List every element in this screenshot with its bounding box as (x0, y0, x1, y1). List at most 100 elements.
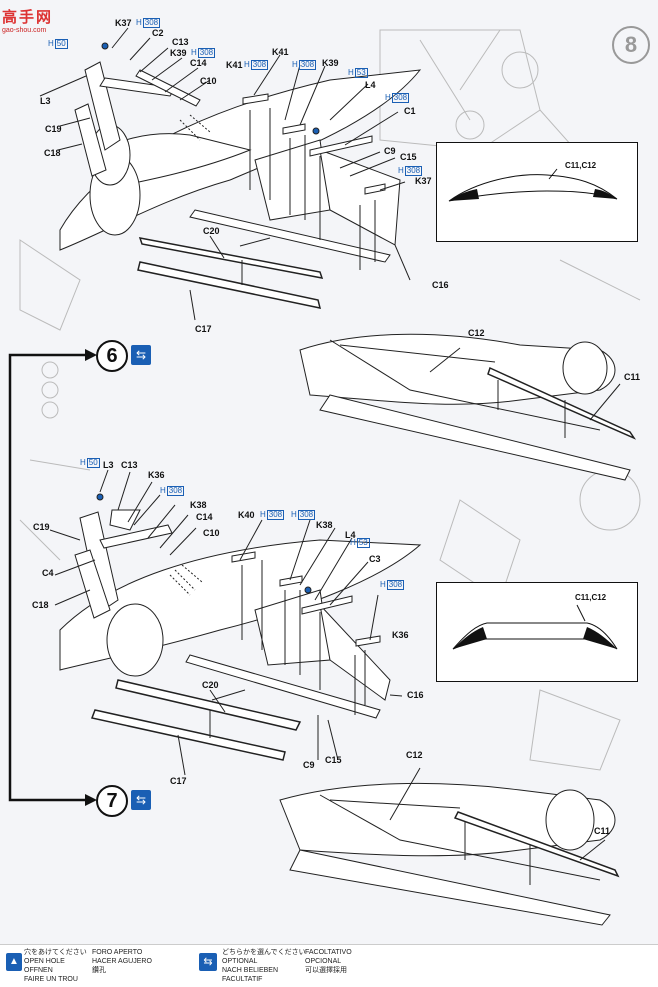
step-7-marker: 7 (96, 785, 128, 817)
watermark-cn: 高手网 (2, 9, 54, 26)
watermark-url: gao-shou.com (2, 27, 47, 34)
watermark-logo: 高手网 gao-shou.com (2, 6, 74, 36)
legend-text: 鑽孔 (92, 967, 106, 974)
hole-size-value: 308 (298, 60, 317, 70)
part-label: C1 (404, 106, 416, 116)
bottom-inset-wing-profile (452, 604, 618, 650)
part-label: K37 (115, 18, 132, 28)
part-label: L4 (345, 530, 356, 540)
part-label: C12 (406, 750, 423, 760)
hole-size-letter: H (80, 458, 86, 467)
part-label: C16 (407, 690, 424, 700)
hole-size-value: 308 (386, 580, 405, 590)
part-label: K36 (148, 470, 165, 480)
hole-size-value: 308 (297, 510, 316, 520)
step-6-optional-icon: ⇆ (131, 345, 151, 365)
top-inset-label: C11,C12 (565, 161, 597, 170)
hole-size-value: 50 (86, 458, 100, 468)
top-inset-wing-profile (448, 168, 618, 202)
assembly-drawing (8, 27, 641, 926)
legend-text: FACOLTATIVO (305, 949, 352, 956)
hole-size-value: 308 (266, 510, 285, 520)
part-label: K40 (238, 510, 255, 520)
part-label: C20 (202, 680, 219, 690)
legend-optional: どちらかを選んでください OPTIONAL NACH BELIEBEN FACU… (222, 948, 306, 984)
hole-size-value: 50 (54, 39, 68, 49)
legend-text: FAIRE UN TROU (24, 976, 78, 983)
part-label: C17 (195, 324, 212, 334)
part-label: K38 (316, 520, 333, 530)
legend-open-hole: 穴をあけてください OPEN HOLE OFFNEN FAIRE UN TROU (24, 948, 87, 984)
hole-size-value: 308 (142, 18, 161, 28)
part-label: C15 (400, 152, 417, 162)
hole-size-letter: H (160, 486, 166, 495)
top-inset-panel: C11,C12 (436, 142, 638, 242)
step-6-marker: 6 (96, 340, 128, 372)
optional-icon: ⇆ (199, 953, 217, 971)
legend-text: FORO APERTO (92, 949, 143, 956)
hole-size-value: 308 (391, 93, 410, 103)
part-label: C12 (468, 328, 485, 338)
hole-size-value: 308 (404, 166, 423, 176)
part-label: C2 (152, 28, 164, 38)
part-label: C11 (594, 826, 611, 836)
legend-text: どちらかを選んでください (222, 949, 306, 956)
hole-size-letter: H (48, 39, 54, 48)
part-label: K38 (190, 500, 207, 510)
hole-size-letter: H (385, 93, 391, 102)
hole-size-value: 308 (197, 48, 216, 58)
legend-footer: ▲ 穴をあけてください OPEN HOLE OFFNEN FAIRE UN TR… (0, 944, 658, 987)
hole-size-letter: H (191, 48, 197, 57)
part-label: C17 (170, 776, 187, 786)
part-label: L3 (40, 96, 51, 106)
part-label: C18 (44, 148, 61, 158)
background-step-number: 8 (612, 26, 650, 64)
part-label: L4 (365, 80, 376, 90)
hole-size-letter: H (136, 18, 142, 27)
legend-open-hole-2: FORO APERTO HACER AGUJERO 鑽孔 (92, 948, 152, 975)
bottom-inset-panel: C11,C12 (436, 582, 638, 682)
part-label: K37 (415, 176, 432, 186)
legend-text: OPEN HOLE (24, 958, 65, 965)
bottom-inset-label: C11,C12 (575, 593, 607, 602)
legend-optional-2: FACOLTATIVO OPCIONAL 可以選擇採用 (305, 948, 352, 975)
hole-size-value: 53 (356, 538, 370, 548)
hole-size-letter: H (244, 60, 250, 69)
hole-size-letter: H (260, 510, 266, 519)
part-label: K41 (272, 47, 289, 57)
part-label: C11 (624, 372, 641, 382)
part-label: K41 (226, 60, 243, 70)
hole-size-letter: H (348, 68, 354, 77)
legend-text: OFFNEN (24, 967, 53, 974)
hole-size-value: 308 (250, 60, 269, 70)
open-hole-icon: ▲ (6, 953, 22, 971)
step-7-optional-icon: ⇆ (131, 790, 151, 810)
part-label: C13 (121, 460, 138, 470)
legend-text: FACULTATIF (222, 976, 263, 983)
part-label: C19 (45, 124, 62, 134)
hole-size-letter: H (380, 580, 386, 589)
part-label: K39 (170, 48, 187, 58)
part-label: C4 (42, 568, 54, 578)
part-label: K36 (392, 630, 409, 640)
part-label: C13 (172, 37, 189, 47)
hole-size-value: 308 (166, 486, 185, 496)
hole-size-letter: H (291, 510, 297, 519)
part-label: C10 (200, 76, 217, 86)
part-label: C18 (32, 600, 49, 610)
legend-text: HACER AGUJERO (92, 958, 152, 965)
legend-text: NACH BELIEBEN (222, 967, 279, 974)
